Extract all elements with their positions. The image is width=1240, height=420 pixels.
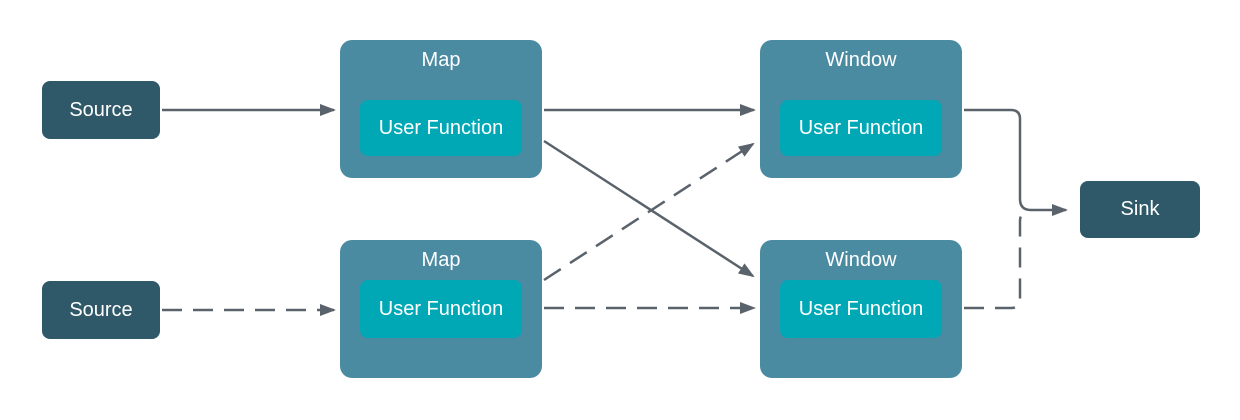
user-function-label: User Function [378,297,504,320]
node-map-bottom-title: Map [421,249,461,271]
node-window-top-user-function: User Function [780,100,942,156]
edge-map-top-to-window-bottom [543,139,755,278]
edge-map-bottom-to-window-top [543,142,755,282]
node-window-bottom-user-function: User Function [780,280,942,338]
node-source-top-label: Source [69,98,133,121]
node-map-top-title: Map [421,49,461,71]
node-window-bottom: Window User Function [760,240,962,378]
node-source-top: Source [42,81,160,139]
node-window-top: Window User Function [760,40,962,178]
node-source-bottom-label: Source [69,298,133,321]
user-function-label: User Function [378,116,504,139]
node-source-bottom: Source [42,281,160,339]
node-sink: Sink [1080,181,1200,238]
node-sink-label: Sink [1120,198,1160,220]
user-function-label: User Function [798,116,924,139]
node-map-top: Map User Function [340,40,542,178]
edge-window-top-to-sink [964,108,1068,216]
node-window-top-title: Window [825,49,897,71]
node-map-top-user-function: User Function [360,100,522,156]
node-map-bottom: Map User Function [340,240,542,378]
user-function-label: User Function [798,297,924,320]
edge-window-bottom-to-sink [964,208,1030,310]
node-window-bottom-title: Window [825,249,897,271]
node-map-bottom-user-function: User Function [360,280,522,338]
